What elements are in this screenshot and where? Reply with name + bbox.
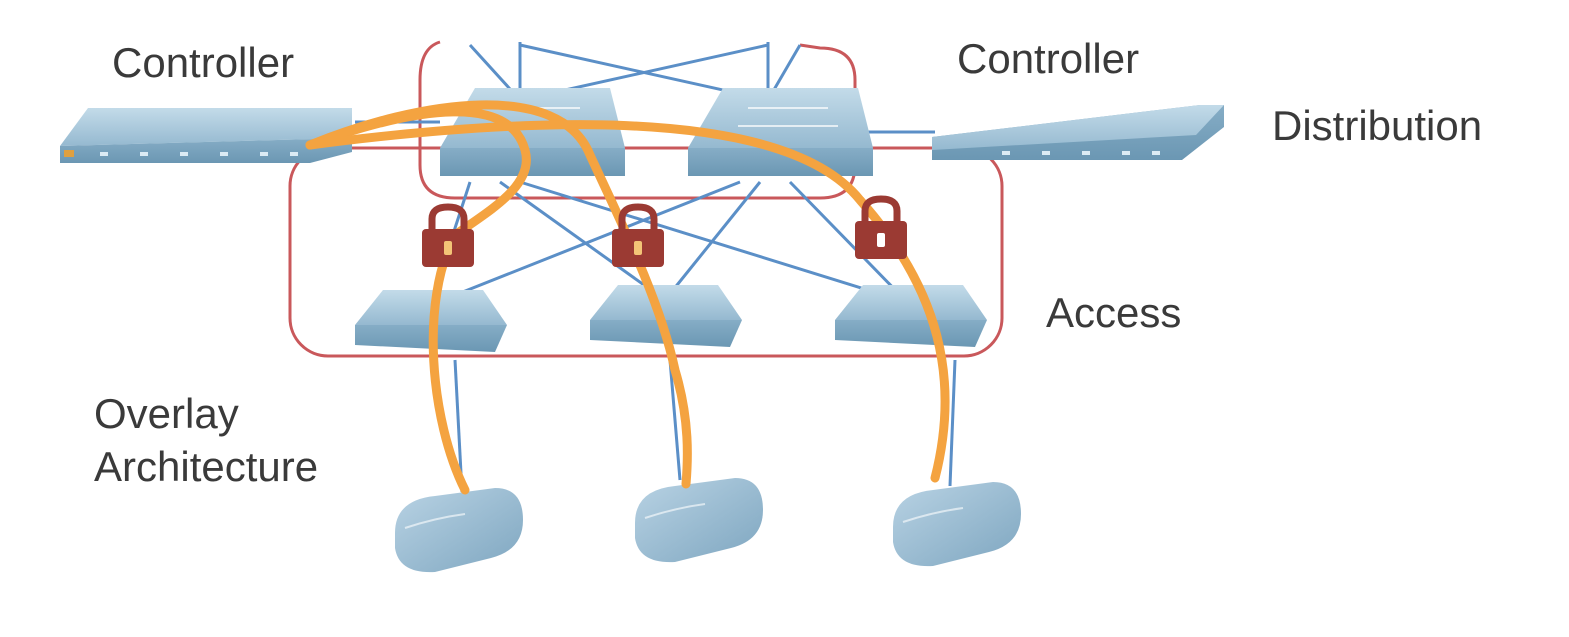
controller-icon bbox=[932, 105, 1224, 160]
distribution-zone bbox=[418, 40, 857, 200]
controller-icon bbox=[60, 108, 352, 163]
distribution-switch-icon bbox=[688, 88, 873, 176]
overlay-label-line2: Architecture bbox=[94, 442, 319, 490]
access-point-icon bbox=[893, 482, 1021, 567]
overlay-label-line1: Overlay bbox=[94, 390, 239, 437]
controller-label-left: Controller bbox=[112, 39, 295, 86]
access-point-icon bbox=[395, 488, 523, 573]
access-zone bbox=[288, 146, 1004, 358]
controller-label-right: Controller bbox=[957, 35, 1140, 82]
access-point-icon bbox=[635, 478, 763, 563]
access-label: Access bbox=[1046, 289, 1182, 336]
lock-icon bbox=[422, 203, 474, 267]
lock-icon bbox=[855, 195, 907, 259]
overlay-architecture-label: Overlay Architecture bbox=[94, 388, 318, 493]
distribution-label: Distribution bbox=[1272, 102, 1483, 149]
overlay-tunnels bbox=[305, 100, 950, 495]
access-switch-icon bbox=[835, 285, 987, 347]
lock-icon bbox=[612, 203, 664, 267]
